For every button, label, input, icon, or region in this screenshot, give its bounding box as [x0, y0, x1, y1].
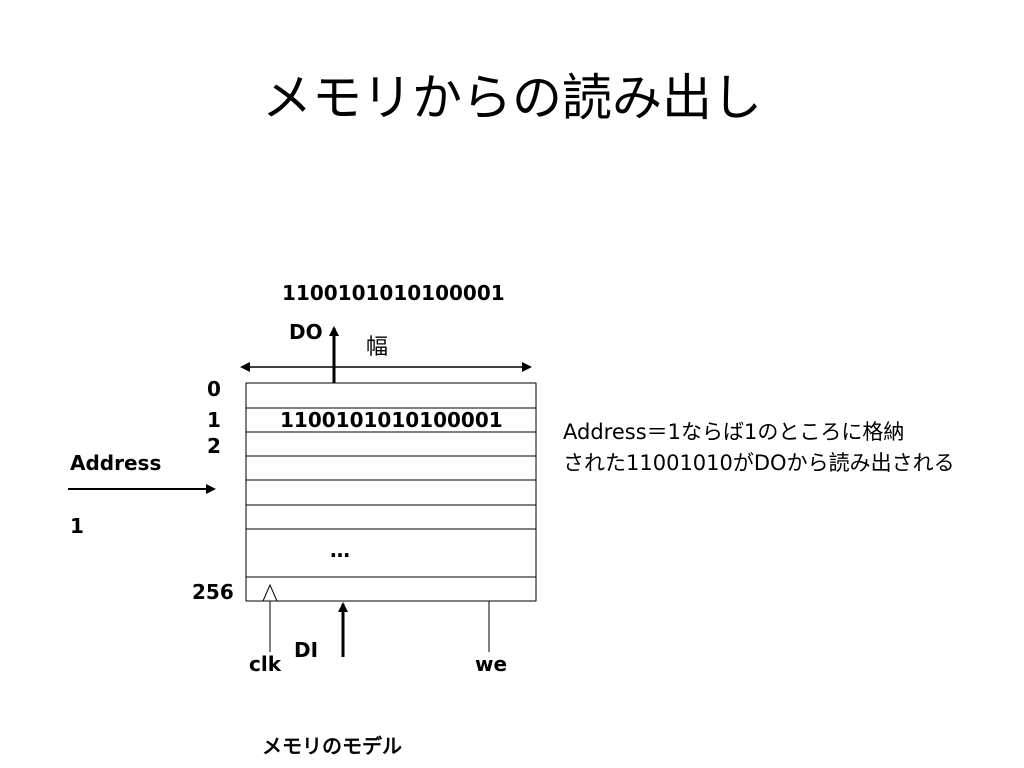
row-label-1: 1 — [207, 408, 221, 432]
ellipsis: … — [330, 538, 350, 562]
clk-label: clk — [249, 652, 282, 676]
memory-rows — [246, 407, 536, 578]
stored-value: 1100101010100001 — [280, 408, 503, 432]
row-label-2: 2 — [207, 434, 221, 458]
diagram-caption: メモリのモデル — [262, 734, 402, 758]
width-label: 幅 — [366, 335, 389, 360]
we-label: we — [475, 652, 508, 676]
di-label: DI — [294, 638, 319, 662]
last-row-label: 256 — [192, 580, 234, 604]
do-label: DO — [289, 320, 323, 344]
address-label: Address — [70, 451, 162, 475]
description-line-1: Address＝1ならば1のところに格納 — [563, 420, 905, 444]
row-label-0: 0 — [207, 377, 221, 401]
address-value: 1 — [70, 514, 84, 538]
description-line-2: された11001010がDOから読み出される — [563, 451, 955, 475]
clock-triangle-icon — [262, 583, 278, 602]
output-value: 1100101010100001 — [282, 281, 505, 305]
memory-block — [245, 382, 537, 602]
slide-title: メモリからの読み出し — [262, 69, 762, 127]
